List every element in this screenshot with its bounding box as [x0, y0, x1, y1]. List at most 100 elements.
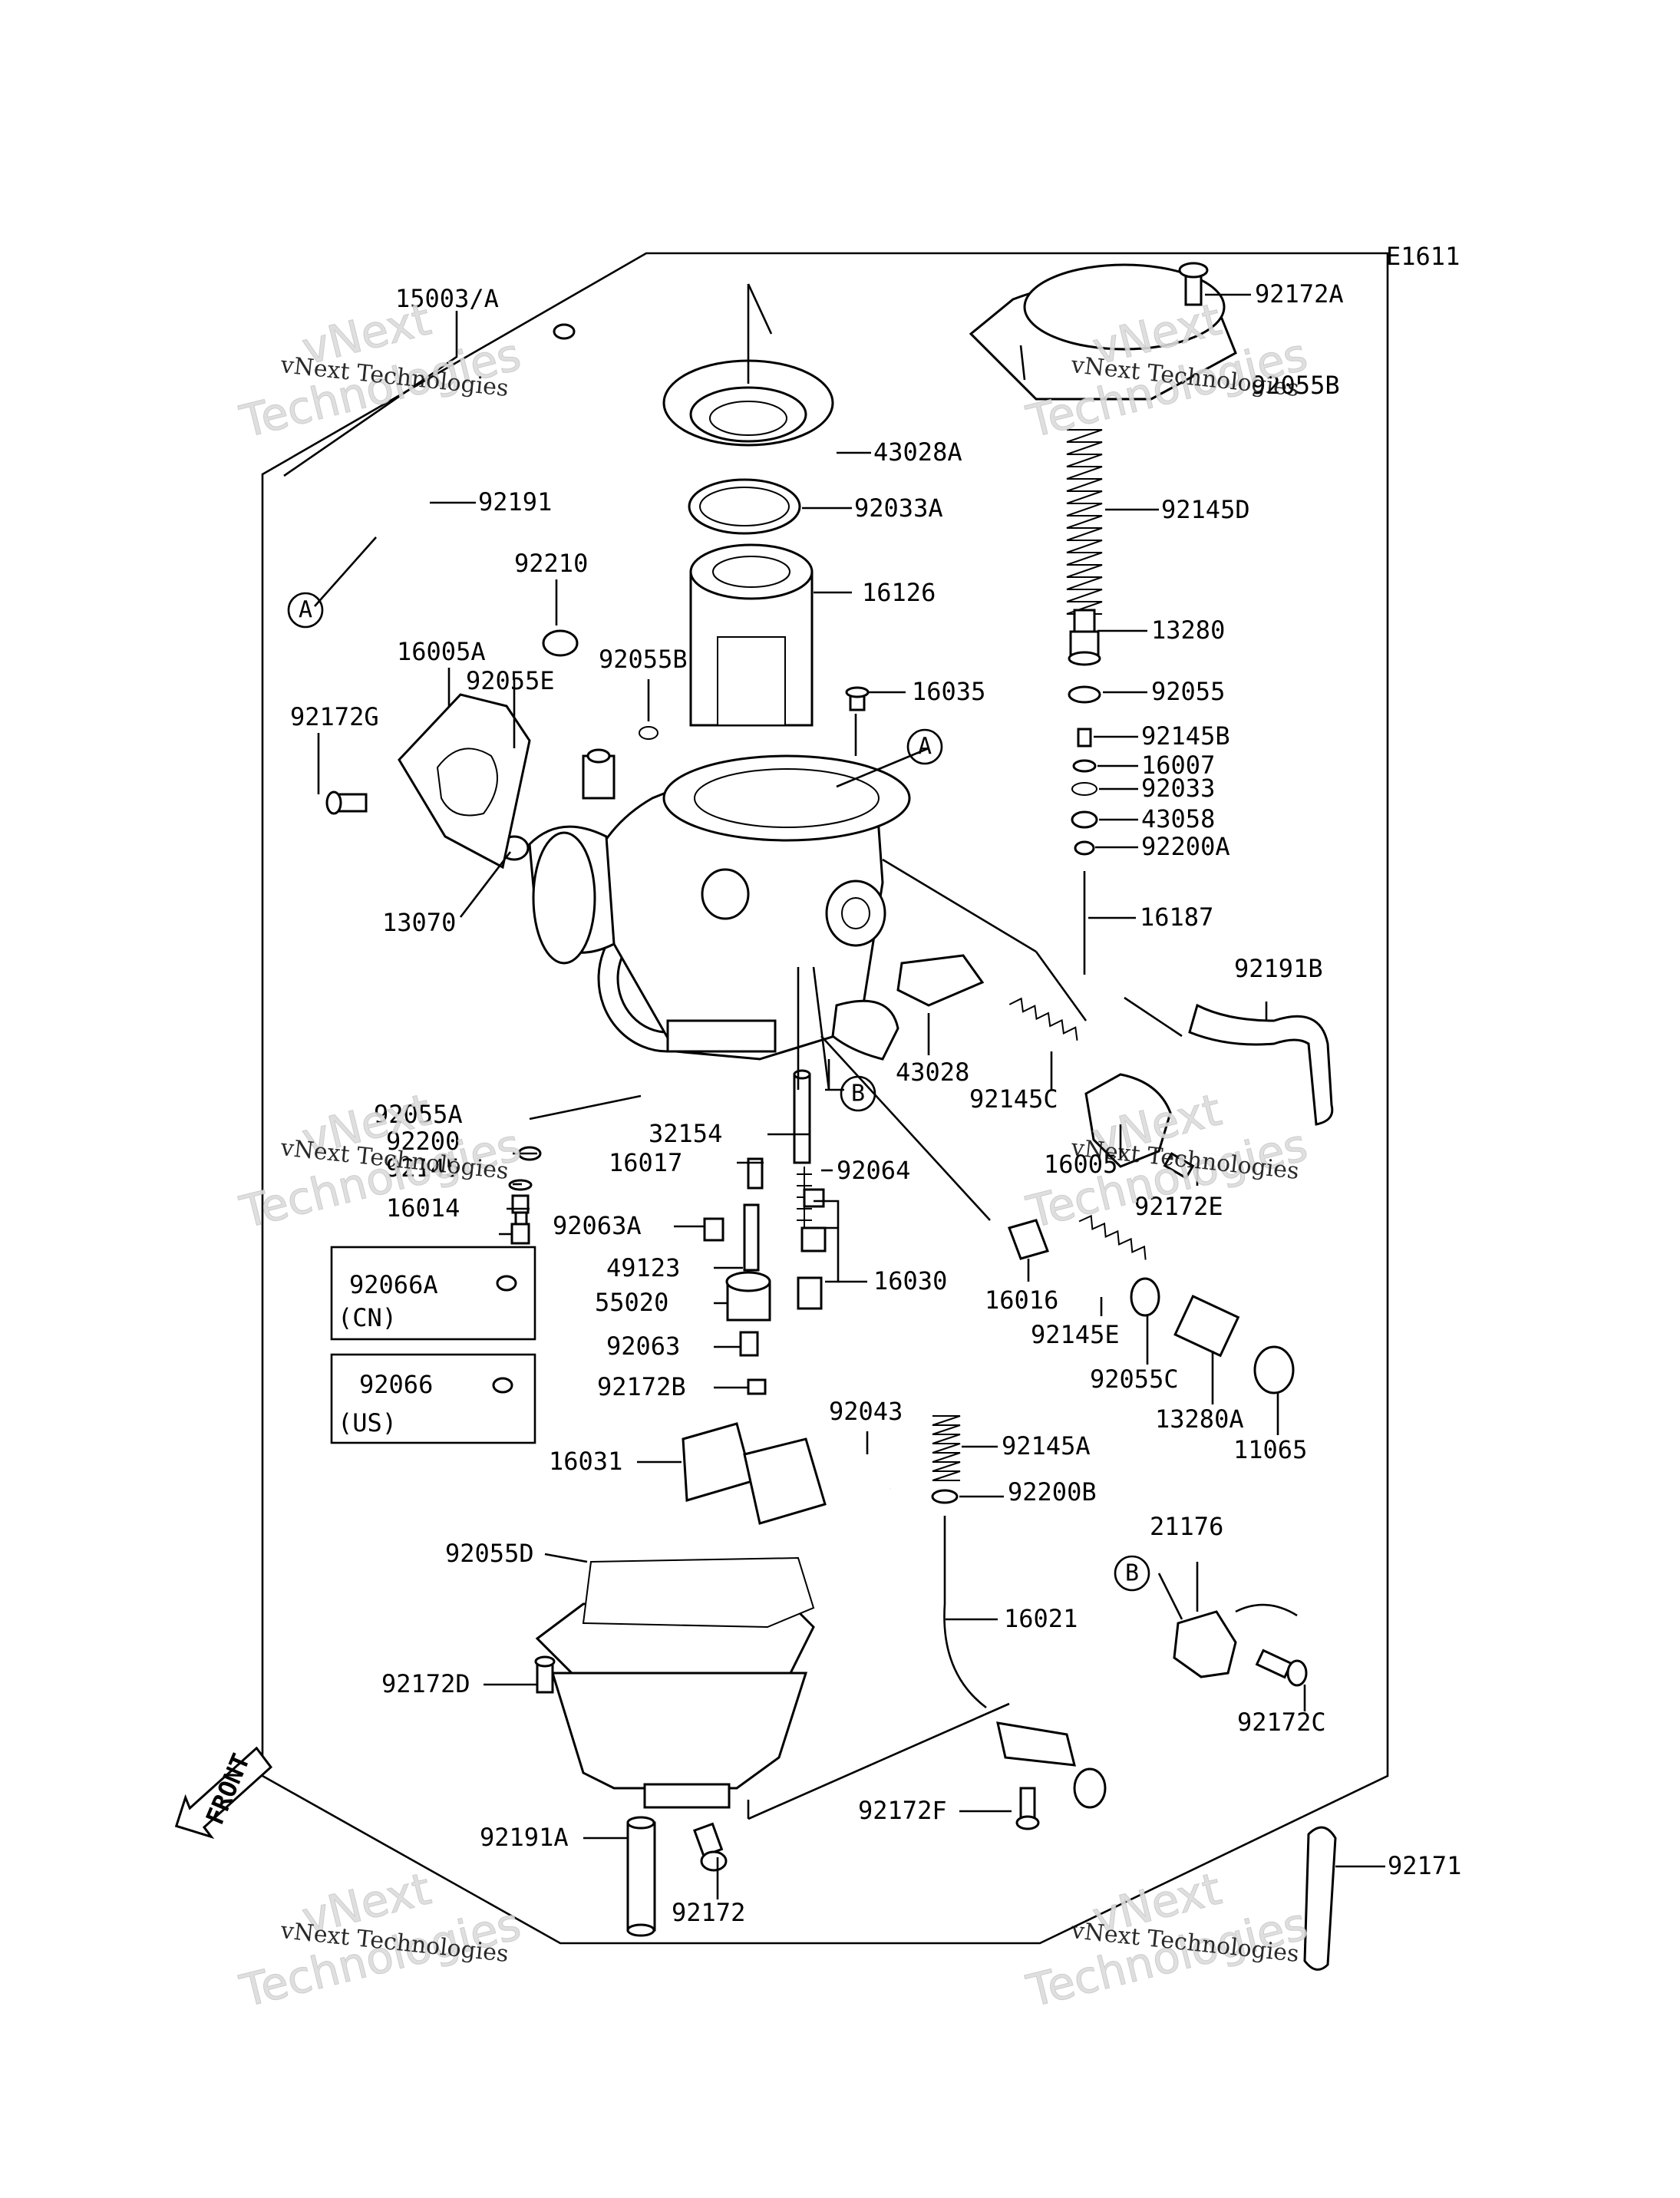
label-92191b: 92191B: [1234, 954, 1323, 983]
callout-b-right: B: [1114, 1555, 1150, 1592]
holder-13280a: [1173, 1295, 1240, 1358]
label-21176: 21176: [1150, 1512, 1223, 1541]
label-92200b: 92200B: [1008, 1477, 1097, 1507]
label-16016: 16016: [985, 1285, 1058, 1315]
label-92172e: 92172E: [1134, 1192, 1223, 1221]
label-92055b: 92055B: [599, 645, 688, 674]
float-16031: [682, 1422, 827, 1525]
callout-b-center: B: [840, 1075, 876, 1112]
label-16035: 16035: [912, 677, 985, 706]
clip-92033: [1071, 782, 1097, 796]
label-92200: 92200: [386, 1127, 460, 1156]
washer-92055: [1068, 685, 1101, 704]
jet-49123: [743, 1203, 760, 1272]
strap-92171: [1303, 1826, 1337, 1971]
label-13280a: 13280A: [1155, 1404, 1244, 1434]
diaphragm-part: [662, 359, 834, 447]
label-16126: 16126: [862, 578, 936, 607]
label-92172a: 92172A: [1255, 279, 1344, 309]
label-16007: 16007: [1141, 751, 1215, 780]
label-92064: 92064: [837, 1156, 910, 1185]
spacer-43058: [1071, 810, 1098, 829]
label-92191: 92191: [478, 487, 552, 516]
label-92145a: 92145A: [1002, 1431, 1091, 1460]
screw-92172f: [1015, 1787, 1040, 1830]
label-92172d: 92172D: [381, 1669, 470, 1698]
nut-92066a-icon: [496, 1275, 517, 1292]
watermark-mid-left: vNext Technologies vNext Technologies: [234, 1083, 526, 1239]
label-92055e: 92055E: [466, 666, 555, 695]
label-92145e: 92145E: [1031, 1320, 1120, 1349]
label-13280: 13280: [1151, 616, 1225, 645]
label-92033: 92033: [1141, 774, 1215, 803]
label-16187: 16187: [1140, 903, 1213, 932]
valve-16016: [1008, 1219, 1049, 1260]
spring-92145b: [1077, 728, 1092, 748]
carburetor-body-part: [499, 748, 911, 1061]
screw-92172c: [1255, 1648, 1308, 1687]
diagram-code: E1611: [1386, 242, 1460, 271]
watermark-bottom-right: vNext Technologies vNext Technologies: [1021, 1862, 1312, 2018]
watermark-bottom-left: vNext Technologies vNext Technologies: [234, 1862, 526, 2018]
label-16005: 16005: [1044, 1150, 1117, 1179]
screw-92172d: [534, 1655, 556, 1694]
screw-92172: [692, 1822, 728, 1872]
part-labels: 15003/A 92191 43028A 92033A 16126 92172A…: [290, 279, 1461, 1927]
float-valve-55020: [725, 1271, 771, 1322]
screw-16035: [845, 686, 870, 711]
drain-tube-92191a: [626, 1816, 656, 1937]
label-15003a: 15003/A: [395, 284, 499, 313]
label-92172f: 92172F: [858, 1796, 947, 1825]
screw-92172g: [325, 790, 368, 815]
label-92145c: 92145C: [969, 1084, 1058, 1114]
label-92210: 92210: [514, 549, 588, 578]
cable-16021: [943, 1516, 987, 1709]
label-92055a: 92055A: [374, 1100, 463, 1129]
tube-32154: [793, 1073, 811, 1164]
label-16014: 16014: [386, 1193, 460, 1223]
label-43028: 43028: [896, 1058, 969, 1087]
jet-set-16030: [797, 1188, 827, 1310]
label-32154: 32154: [649, 1119, 722, 1148]
parts-artwork: FRONT: [174, 262, 1337, 1971]
needle-holder-part: [1068, 609, 1101, 666]
label-92043: 92043: [829, 1397, 903, 1426]
top-cover-part: [969, 263, 1237, 401]
washer-92200a: [1074, 840, 1095, 856]
label-92200a: 92200A: [1141, 832, 1230, 861]
label-49123: 49123: [606, 1253, 680, 1282]
spring-92145a: [932, 1415, 961, 1481]
svg-text:B: B: [851, 1081, 865, 1107]
label-43058: 43058: [1141, 804, 1215, 833]
svg-text:A: A: [918, 734, 932, 761]
label-92063a: 92063A: [553, 1211, 642, 1240]
label-13070: 13070: [382, 908, 456, 937]
label-92055c: 92055C: [1090, 1365, 1179, 1394]
nut-92210: [542, 629, 579, 657]
leader-lines: [283, 293, 1385, 1899]
callout-a-right: A: [906, 728, 943, 765]
label-11065: 11065: [1233, 1435, 1307, 1464]
label-cn: (CN): [338, 1303, 397, 1332]
screw-92172b: [747, 1378, 767, 1395]
gasket-92055d: [582, 1556, 815, 1629]
cap-11065: [1253, 1345, 1295, 1394]
label-16017: 16017: [609, 1148, 682, 1177]
label-92063: 92063: [606, 1332, 680, 1361]
label-92145b: 92145B: [1141, 721, 1230, 751]
svg-text:B: B: [1125, 1560, 1139, 1587]
label-92145: 92145: [386, 1153, 460, 1183]
spring-92145c: [1008, 997, 1078, 1041]
label-92055d: 92055D: [445, 1539, 534, 1568]
label-92033a: 92033A: [854, 493, 943, 523]
vent-tube-part: [371, 323, 576, 543]
washer-16007: [1072, 759, 1097, 773]
label-16030: 16030: [873, 1266, 947, 1295]
oring-92055c: [1130, 1277, 1160, 1317]
plug-92063a: [703, 1217, 724, 1242]
label-us: (US): [338, 1408, 397, 1437]
spring-92145e: [1078, 1214, 1147, 1260]
svg-text:A: A: [299, 597, 312, 624]
screw-92172e: [1163, 1152, 1195, 1180]
